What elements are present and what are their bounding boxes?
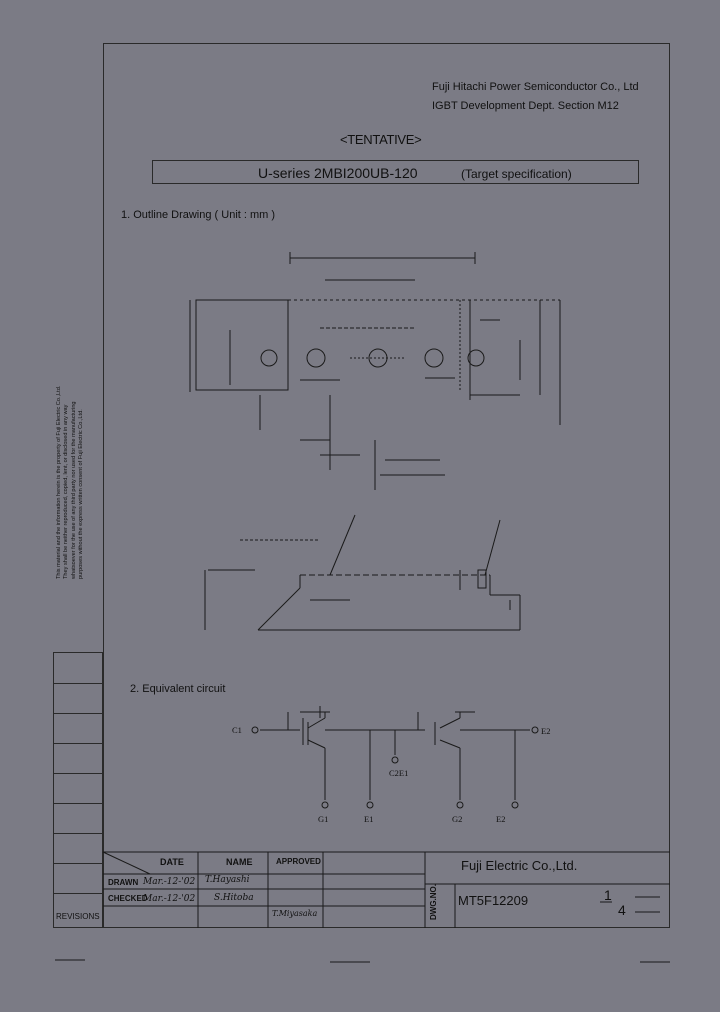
section-outline-heading: 1. Outline Drawing ( Unit : mm ) (121, 209, 276, 221)
terminal-label-e1: E1 (364, 814, 374, 824)
drawing-sheet-border (103, 43, 670, 928)
terminal-label-g1: G1 (318, 814, 329, 824)
terminal-label-e2: E2 (541, 726, 551, 736)
drawn-date: Mar.-12-'02 (143, 877, 196, 887)
drawn-name: T.Hayashi (205, 875, 250, 885)
dwg-no-label: DWG.NO. (429, 884, 438, 920)
sheet-total: 4 (618, 902, 626, 918)
sheet-number: 1 (604, 887, 612, 903)
top-view-left-block (195, 299, 289, 391)
drawing-number: MT5F12209 (458, 893, 529, 908)
terminal-label-c1: C1 (232, 725, 242, 735)
company-line-1: Fuji Hitachi Power Semiconductor Co., Lt… (432, 81, 639, 93)
company-header: Fuji Hitachi Power Semiconductor Co., Lt… (432, 78, 639, 116)
approved-header: APPROVED (276, 857, 321, 866)
checked-date: Mar.-12-'02 (143, 894, 196, 904)
terminal-hole-4 (424, 348, 444, 368)
revisions-label: REVISIONS (56, 912, 100, 921)
section-circuit-heading: 2. Equivalent circuit (130, 683, 226, 695)
revisions-column (53, 652, 103, 928)
tentative-label: <TENTATIVE> (340, 132, 422, 147)
checked-name: S.Hitoba (214, 893, 254, 903)
name-header: NAME (226, 857, 253, 867)
terminal-hole-2 (306, 348, 326, 368)
terminal-hole-1 (260, 349, 278, 367)
date-header: DATE (160, 857, 184, 867)
company-line-2: IGBT Development Dept. Section M12 (432, 100, 619, 112)
terminal-label-g2: G2 (452, 814, 463, 824)
title-block-company: Fuji Electric Co.,Ltd. (461, 858, 578, 873)
approved-name: T.Miyasaka (272, 909, 318, 918)
checked-label: CHECKED (108, 894, 148, 903)
terminal-label-c2e1: C2E1 (389, 768, 409, 778)
drawn-label: DRAWN (108, 878, 139, 887)
title-box (152, 160, 639, 184)
terminal-label-e2-bottom: E2 (496, 814, 506, 824)
terminal-hole-5 (467, 349, 485, 367)
document-title: U-series 2MBI200UB-120 (258, 165, 418, 181)
dwg-no-cell: DWG.NO. (425, 884, 455, 924)
title-note: (Target specification) (461, 167, 572, 181)
